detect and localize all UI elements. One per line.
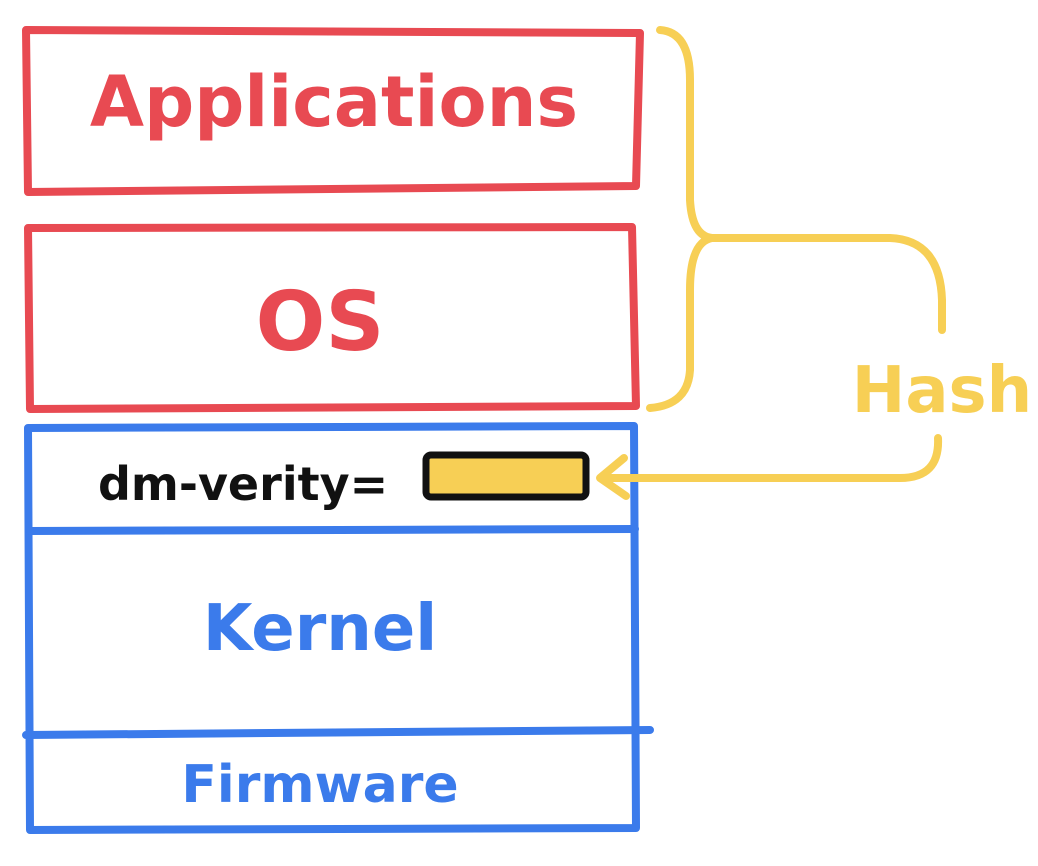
dm-verity-label: dm-verity= <box>98 457 388 511</box>
applications-box <box>22 26 644 196</box>
os-layer: OS <box>24 223 640 413</box>
curly-brace-lower <box>646 234 716 412</box>
hash-arrow-line <box>598 434 943 482</box>
applications-layer: Applications <box>22 26 644 196</box>
dm-verity-hash-slot <box>422 451 590 501</box>
hash-annotation: Hash <box>596 26 1032 500</box>
applications-label: Applications <box>90 61 578 143</box>
firmware-divider <box>22 726 654 739</box>
hash-label: Hash <box>852 354 1032 428</box>
kernel-label: Kernel <box>203 592 437 666</box>
blue-stack-box <box>24 422 640 834</box>
os-box <box>24 223 640 413</box>
blue-stack <box>22 422 654 834</box>
dm-verity-divider <box>26 525 639 535</box>
dm-verity-layer: dm-verity= <box>98 451 590 511</box>
os-label: OS <box>256 275 385 370</box>
curly-brace <box>656 26 946 334</box>
firmware-label: Firmware <box>181 755 458 815</box>
hash-arrow-head <box>596 454 630 500</box>
